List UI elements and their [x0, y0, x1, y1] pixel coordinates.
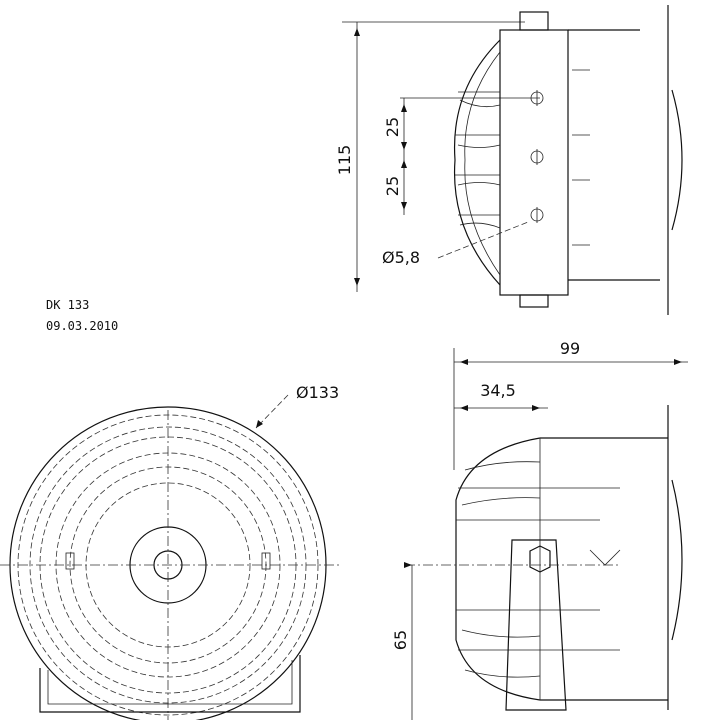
front-view: Ø133 [0, 383, 340, 720]
drawing-code: DK 133 [46, 298, 89, 312]
dim-hole-diameter: Ø5,8 [382, 248, 420, 267]
drawing-date: 09.03.2010 [46, 319, 118, 333]
dim-axis-height-65: 65 [391, 630, 410, 650]
side-view: 99 34,5 65 [391, 339, 688, 720]
top-view: 115 25 25 [335, 5, 683, 315]
dim-height-115: 115 [335, 145, 354, 176]
dim-outer-diameter: Ø133 [296, 383, 339, 402]
dim-depth-99: 99 [560, 339, 580, 358]
dim-depth-34-5: 34,5 [480, 381, 516, 400]
dim-spacing-25-b: 25 [383, 176, 402, 196]
dim-spacing-25-a: 25 [383, 117, 402, 137]
